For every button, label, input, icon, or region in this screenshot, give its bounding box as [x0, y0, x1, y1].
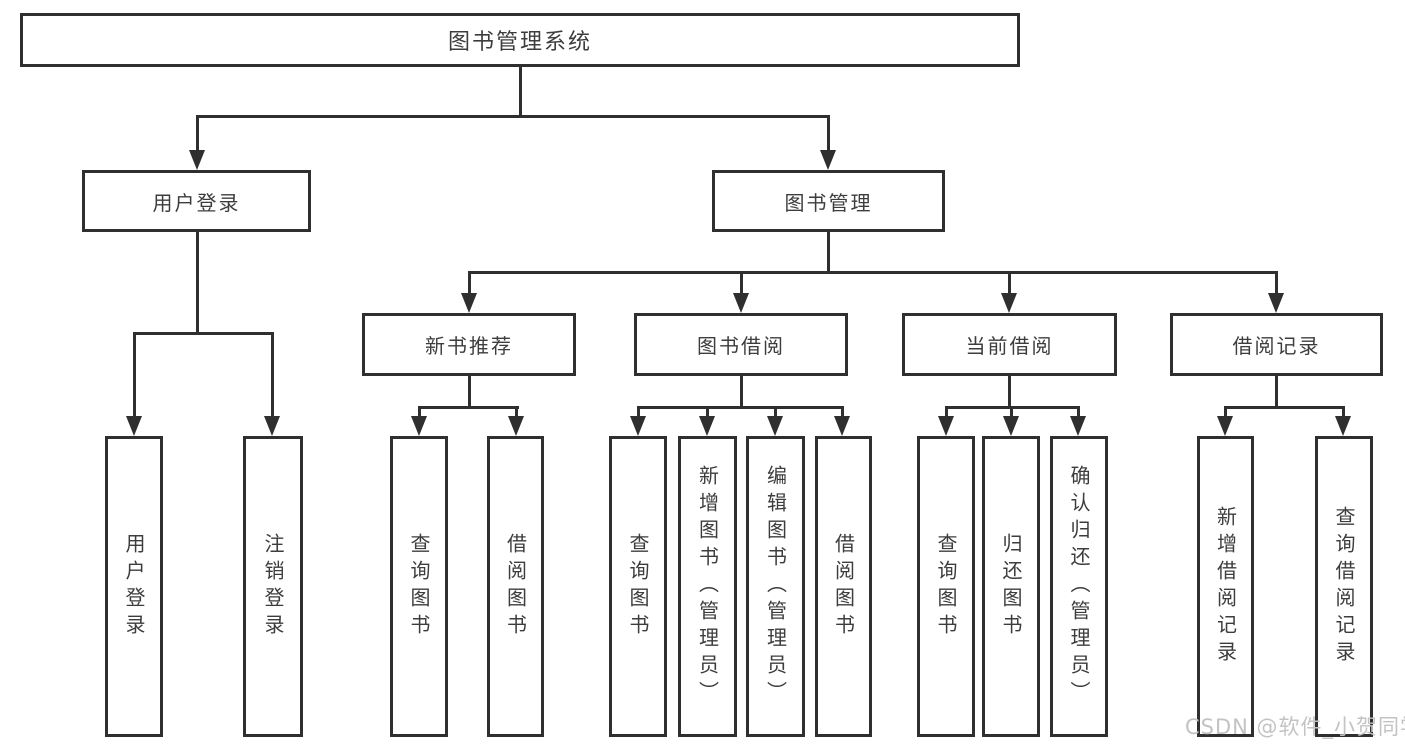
node-book-borrowing: 图书借阅 [634, 313, 848, 376]
leaf-record-add: 新增借阅记录 [1197, 436, 1254, 737]
connector-current-stem [1008, 376, 1011, 409]
node-new-book-recommend-label: 新书推荐 [425, 334, 513, 358]
leaf-borrow-add-books-admin: 新增图书（管理员） [678, 436, 737, 737]
connector-newrec-stem [468, 376, 471, 409]
leaf-logout-label: 注销登录 [261, 532, 285, 641]
arrowhead-icon [126, 416, 142, 436]
arrowhead-icon [699, 416, 715, 436]
arrowhead-icon [508, 416, 524, 436]
arrowhead-icon [1335, 416, 1351, 436]
node-root: 图书管理系统 [20, 13, 1020, 67]
leaf-current-query-books: 查询图书 [917, 436, 975, 737]
leaf-user-login-label: 用户登录 [122, 532, 146, 641]
node-book-borrowing-label: 图书借阅 [697, 334, 785, 358]
connector-current-drop [945, 406, 948, 416]
leaf-borrow-lend-books: 借阅图书 [815, 436, 872, 737]
connector-borrow-drop [841, 406, 844, 416]
arrowhead-icon [767, 416, 783, 436]
connector-bookmgmt-drop [1008, 271, 1011, 293]
connector-record-drop [1342, 406, 1345, 416]
arrowhead-icon [1217, 416, 1233, 436]
leaf-borrow-lend-books-label: 借阅图书 [831, 532, 856, 641]
connector-current-drop [1077, 406, 1080, 416]
node-book-management-label: 图书管理 [784, 190, 873, 215]
leaf-current-confirm-return-admin-label: 确认归还（管理员） [1067, 465, 1091, 708]
arrowhead-icon [834, 416, 850, 436]
leaf-borrow-add-books-admin-label: 新增图书（管理员） [695, 465, 720, 708]
leaf-borrow-query-books-label: 查询图书 [626, 532, 650, 641]
connector-root-bar [196, 115, 830, 118]
arrowhead-icon [264, 416, 280, 436]
node-book-management: 图书管理 [712, 170, 945, 232]
csdn-watermark: CSDN @软件_小贺同学 [1185, 715, 1405, 739]
leaf-logout: 注销登录 [243, 436, 303, 737]
arrowhead-icon [1268, 293, 1284, 313]
leaf-record-add-label: 新增借阅记录 [1213, 505, 1238, 668]
leaf-current-return-books: 归还图书 [982, 436, 1040, 737]
connector-borrow-drop [706, 406, 709, 416]
connector-newrec-drop [515, 406, 518, 416]
connector-bookmgmt-stem [827, 232, 830, 274]
node-borrowing-records: 借阅记录 [1170, 313, 1383, 376]
node-user-login-label: 用户登录 [152, 190, 241, 215]
arrowhead-icon [630, 416, 646, 436]
leaf-borrow-edit-books-admin-label: 编辑图书（管理员） [763, 465, 788, 708]
connector-record-bar [1224, 406, 1345, 409]
leaf-recommend-query-books: 查询图书 [390, 436, 448, 737]
connector-bookmgmt-drop [468, 271, 471, 293]
connector-root-stem [519, 67, 522, 117]
leaf-record-query-label: 查询借阅记录 [1332, 505, 1356, 668]
connector-current-drop [1010, 406, 1013, 416]
connector-root-right-drop [827, 115, 830, 150]
connector-userlogin-drop [271, 332, 274, 416]
leaf-record-query: 查询借阅记录 [1315, 436, 1373, 737]
leaf-borrow-edit-books-admin: 编辑图书（管理员） [746, 436, 805, 737]
leaf-recommend-query-books-label: 查询图书 [407, 532, 431, 641]
leaf-borrow-query-books: 查询图书 [609, 436, 667, 737]
connector-newrec-drop [418, 406, 421, 416]
node-borrowing-records-label: 借阅记录 [1232, 334, 1321, 358]
connector-borrow-drop [774, 406, 777, 416]
node-user-login: 用户登录 [82, 170, 311, 232]
node-root-label: 图书管理系统 [447, 30, 592, 55]
connector-bookmgmt-drop [1275, 271, 1278, 293]
connector-bookmgmt-drop [740, 271, 743, 293]
arrowhead-icon [1001, 293, 1017, 313]
arrowhead-icon [820, 150, 836, 170]
connector-borrow-bar [637, 406, 844, 409]
connector-newrec-bar [418, 406, 519, 409]
connector-userlogin-stem [196, 232, 199, 335]
connector-borrow-stem [740, 376, 743, 409]
arrowhead-icon [461, 293, 477, 313]
connector-bookmgmt-bar [468, 271, 1278, 274]
node-current-borrowing-label: 当前借阅 [965, 334, 1054, 358]
node-current-borrowing: 当前借阅 [902, 313, 1117, 376]
arrowhead-icon [938, 416, 954, 436]
node-new-book-recommend: 新书推荐 [362, 313, 576, 376]
connector-userlogin-drop [133, 332, 136, 416]
connector-root-left-drop [196, 115, 199, 150]
leaf-current-query-books-label: 查询图书 [934, 532, 958, 641]
leaf-user-login: 用户登录 [105, 436, 163, 737]
arrowhead-icon [189, 150, 205, 170]
arrowhead-icon [1070, 416, 1086, 436]
arrowhead-icon [733, 293, 749, 313]
leaf-current-confirm-return-admin: 确认归还（管理员） [1050, 436, 1108, 737]
connector-record-stem [1275, 376, 1278, 409]
connector-userlogin-bar [133, 332, 274, 335]
connector-record-drop [1224, 406, 1227, 416]
leaf-recommend-borrow-books: 借阅图书 [487, 436, 544, 737]
connector-borrow-drop [637, 406, 640, 416]
arrowhead-icon [411, 416, 427, 436]
arrowhead-icon [1003, 416, 1019, 436]
leaf-recommend-borrow-books-label: 借阅图书 [503, 532, 528, 641]
leaf-current-return-books-label: 归还图书 [999, 532, 1023, 641]
